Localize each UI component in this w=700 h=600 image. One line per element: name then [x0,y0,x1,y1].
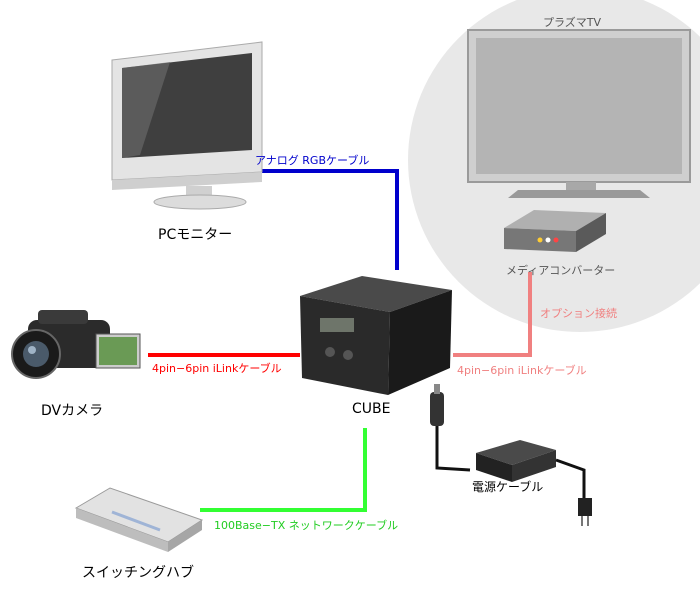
media-converter-icon [504,210,606,252]
plasma-tv-icon [467,29,691,198]
ethernet-cable-label: 100Base−TX ネットワークケーブル [214,519,399,532]
cube-device-icon [300,276,452,395]
option-connection-label: オプション接続 [540,307,617,320]
pc-monitor-icon [111,41,263,210]
dv-camera-icon [11,310,141,379]
ilink-converter-cable-label: 4pin−6pin iLinkケーブル [457,364,587,377]
cube-label: CUBE [352,401,391,417]
analog-rgb-cable-label: アナログ RGBケーブル [255,154,370,167]
dv-camera-label: DVカメラ [41,403,104,419]
media-converter-label: メディアコンバーター [506,264,616,277]
switching-hub-label: スイッチングハブ [82,565,194,581]
power-cable-label: 電源ケーブル [472,480,544,494]
switching-hub-icon [74,487,204,552]
ilink-converter-cable-line [453,272,532,357]
ilink-camera-cable-label: 4pin−6pin iLinkケーブル [152,362,282,375]
power-cable-icon [430,384,592,526]
analog-rgb-cable-line [247,169,399,270]
pc-monitor-label: PCモニター [158,227,233,243]
plasma-tv-label: プラズマTV [543,16,602,29]
ethernet-cable-line [200,428,367,512]
